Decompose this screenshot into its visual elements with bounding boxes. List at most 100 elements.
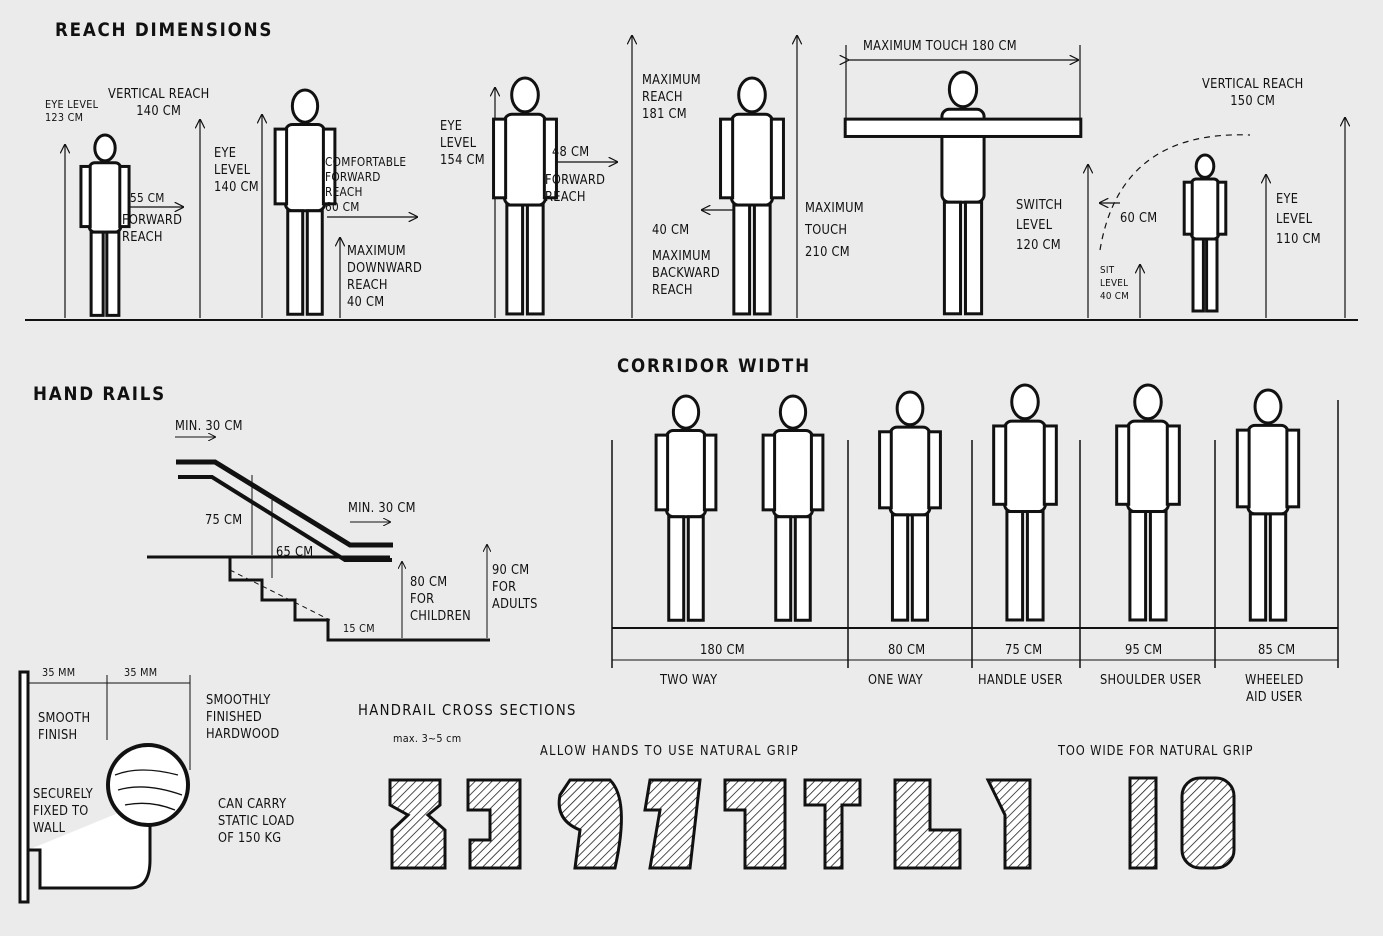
- figure-part: [1025, 510, 1045, 622]
- figure-part: [793, 515, 812, 622]
- rail-width-2: 35 mm: [124, 666, 158, 679]
- figure-part: [286, 209, 305, 316]
- figure-part: [89, 230, 105, 317]
- corridor-width-title: Corridor Width: [617, 355, 811, 377]
- maximum-reach: Maximum reach 181 cm: [642, 73, 701, 122]
- figure-part: [761, 433, 777, 512]
- figure-part: [1253, 388, 1283, 425]
- maximum-touch-height: Maximum touch 210 cm: [805, 201, 864, 260]
- figure-part: [505, 203, 525, 316]
- figure-part: [1182, 180, 1194, 236]
- adult-forward-reach-figure: [492, 76, 558, 316]
- label-wheeled-aid-user: Wheeled aid user: [1245, 673, 1304, 705]
- figure-part: [1189, 177, 1221, 241]
- figure-part: [719, 117, 735, 200]
- child-vertical-reach: Vertical reach 140 cm: [108, 87, 210, 119]
- figure-part: [273, 127, 289, 206]
- figure-part: [283, 123, 327, 213]
- figure-part: [305, 209, 324, 316]
- figure-part: [963, 200, 984, 316]
- natural-grip-note: Allow hands to use natural grip: [540, 744, 800, 759]
- label-two-way: Two way: [660, 673, 718, 688]
- figure-part: [1205, 237, 1219, 313]
- human-figures: [79, 70, 1301, 622]
- figure-part: [542, 117, 558, 200]
- min-30-bottom: min. 30 cm: [348, 501, 416, 516]
- securely-fixed-to-wall: Securely fixed to wall: [33, 787, 93, 836]
- stair-drawing: [147, 437, 490, 642]
- figure-part: [93, 133, 117, 163]
- min-30-top: min. 30 cm: [175, 419, 243, 434]
- figure-part: [737, 76, 767, 114]
- stooping-adult-figure: [273, 88, 337, 316]
- label-shoulder-user: Shoulder user: [1100, 673, 1202, 688]
- figure-part: [79, 164, 92, 229]
- stooping-eye-level: Eye level 140 cm: [214, 146, 259, 195]
- cross-section-max-width: max. 3~5 cm: [393, 732, 462, 745]
- width-wheeled-aid-user: 85 cm: [1258, 643, 1296, 658]
- child-forward-reach-label: Forward reach: [122, 213, 183, 245]
- maximum-backward-reach: Maximum backward reach: [652, 249, 720, 298]
- step-height-15: 15 cm: [343, 622, 375, 635]
- figure-part: [502, 112, 548, 207]
- figure-part: [729, 112, 775, 207]
- width-one-way: 80 cm: [888, 643, 926, 658]
- figure-part: [895, 390, 925, 427]
- figure-part: [654, 433, 670, 512]
- comfortable-forward-reach: Comfortable forward reach 60 cm: [325, 155, 407, 214]
- corridor-person-1: [654, 394, 718, 622]
- wheelchair-vertical-reach: Vertical reach 150 cm: [1202, 77, 1304, 109]
- adult-eye-level: Eye level 154 cm: [440, 119, 485, 168]
- adult-forward-reach-label: Forward reach: [545, 173, 606, 205]
- rail-height-65: 65 cm: [276, 545, 314, 560]
- figure-part: [1165, 424, 1181, 506]
- width-shoulder-user: 95 cm: [1125, 643, 1163, 658]
- handrail-detail: [18, 670, 191, 904]
- smooth-finish: Smooth finish: [38, 711, 91, 743]
- figure-part: [927, 430, 942, 510]
- figure-part: [1285, 428, 1301, 509]
- figure-part: [321, 127, 337, 206]
- cross-sections-title: Handrail cross sections: [358, 701, 577, 719]
- rail-height-80-children: 80 cm for children: [410, 575, 471, 624]
- reach-dimension-lines: [65, 36, 1345, 318]
- figure-part: [105, 230, 121, 317]
- label-handle-user: Handle user: [978, 673, 1063, 688]
- figure-part: [87, 161, 123, 234]
- figure-part: [769, 117, 785, 200]
- figure-part: [890, 513, 910, 622]
- figure-part: [992, 424, 1008, 506]
- figure-part: [1126, 419, 1170, 514]
- figure-part: [1268, 512, 1288, 622]
- static-load-note: Can carry static load of 150 kg: [218, 797, 295, 846]
- reach-dimensions-title: Reach Dimensions: [55, 19, 274, 41]
- smoothly-finished-hardwood: Smoothly finished hardwood: [206, 693, 280, 742]
- corridor-shoulder-user: [1115, 383, 1181, 622]
- cross-section-shapes: [388, 776, 1236, 870]
- figure-part: [1133, 383, 1163, 421]
- figure-part: [1246, 423, 1290, 516]
- figure-part: [1115, 424, 1131, 506]
- rail-height-90-adults: 90 cm for adults: [492, 563, 538, 612]
- adult-side-figure: [719, 76, 785, 316]
- figure-part: [492, 117, 508, 200]
- figure-part: [809, 433, 825, 512]
- child-figure: [79, 133, 131, 317]
- rail-height-75: 75 cm: [205, 513, 243, 528]
- sit-level: Sit level 40 cm: [1100, 265, 1130, 302]
- corridor-person-3: [878, 390, 942, 622]
- figure-part: [1148, 510, 1168, 622]
- figure-part: [1191, 237, 1205, 313]
- figure-part: [1042, 424, 1058, 506]
- figure-part: [1235, 428, 1251, 509]
- figure-part: [771, 429, 815, 519]
- wheelchair-side-reach: 60 cm: [1120, 211, 1158, 226]
- corridor-lines: [611, 400, 1339, 668]
- figure-part: [510, 76, 540, 114]
- adult-arms-out-figure: [843, 70, 1083, 316]
- figure-part: [947, 70, 979, 109]
- figure-part: [290, 88, 320, 124]
- figure-part: [888, 425, 932, 517]
- wheelchair-user-figure: [1182, 153, 1228, 313]
